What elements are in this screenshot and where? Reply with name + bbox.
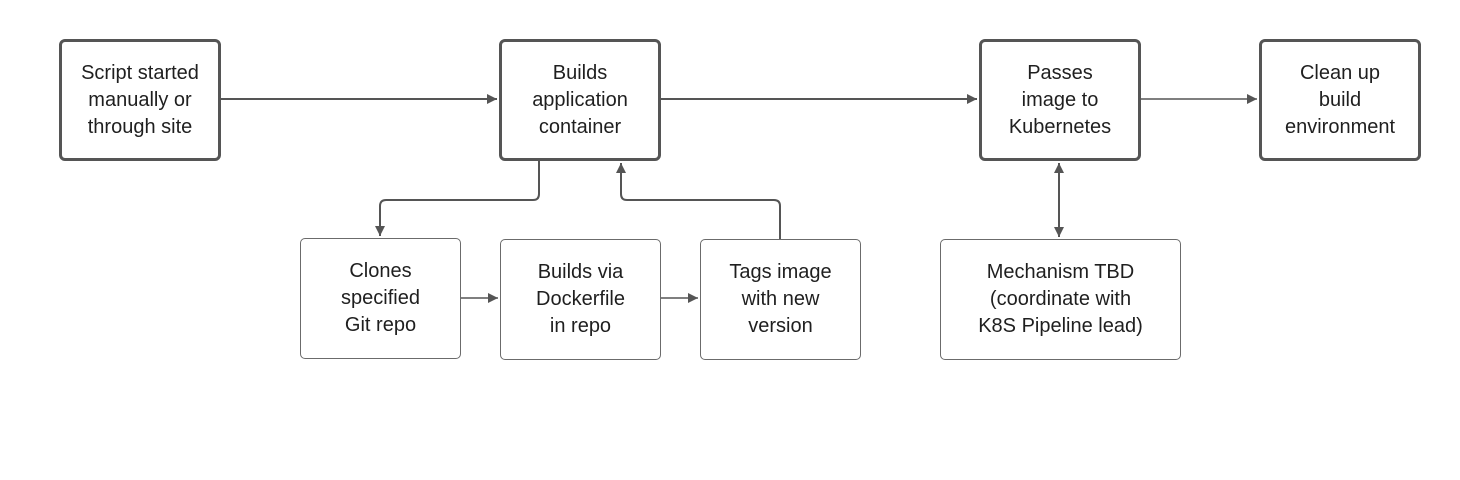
node-clones-git-repo: Clones specified Git repo: [300, 238, 461, 359]
node-builds-via-dockerfile-label: Builds via Dockerfile in repo: [536, 261, 625, 337]
node-script-started: Script started manually or through site: [59, 39, 221, 161]
node-clean-up-build-environment: Clean up build environment: [1259, 39, 1421, 161]
node-mechanism-tbd: Mechanism TBD (coordinate with K8S Pipel…: [940, 239, 1181, 360]
node-builds-application-container-label: Builds application container: [532, 61, 628, 138]
node-passes-image-label: Passes image to Kubernetes: [1008, 61, 1112, 138]
node-builds-via-dockerfile: Builds via Dockerfile in repo: [500, 239, 661, 360]
node-script-started-label: Script started manually or through site: [81, 61, 199, 138]
node-mechanism-tbd-label: Mechanism TBD (coordinate with K8S Pipel…: [978, 261, 1143, 337]
node-clean-up-label: Clean up build environment: [1284, 61, 1396, 138]
edge-tags-to-builds: [616, 163, 781, 239]
node-tags-image: Tags image with new version: [700, 239, 861, 360]
node-builds-application-container: Builds application container: [499, 39, 661, 161]
node-clones-git-repo-label: Clones specified Git repo: [341, 260, 420, 336]
edge-builds-to-clones: [375, 161, 540, 236]
node-passes-image-to-kubernetes: Passes image to Kubernetes: [979, 39, 1141, 161]
node-tags-image-label: Tags image with new version: [729, 261, 832, 337]
